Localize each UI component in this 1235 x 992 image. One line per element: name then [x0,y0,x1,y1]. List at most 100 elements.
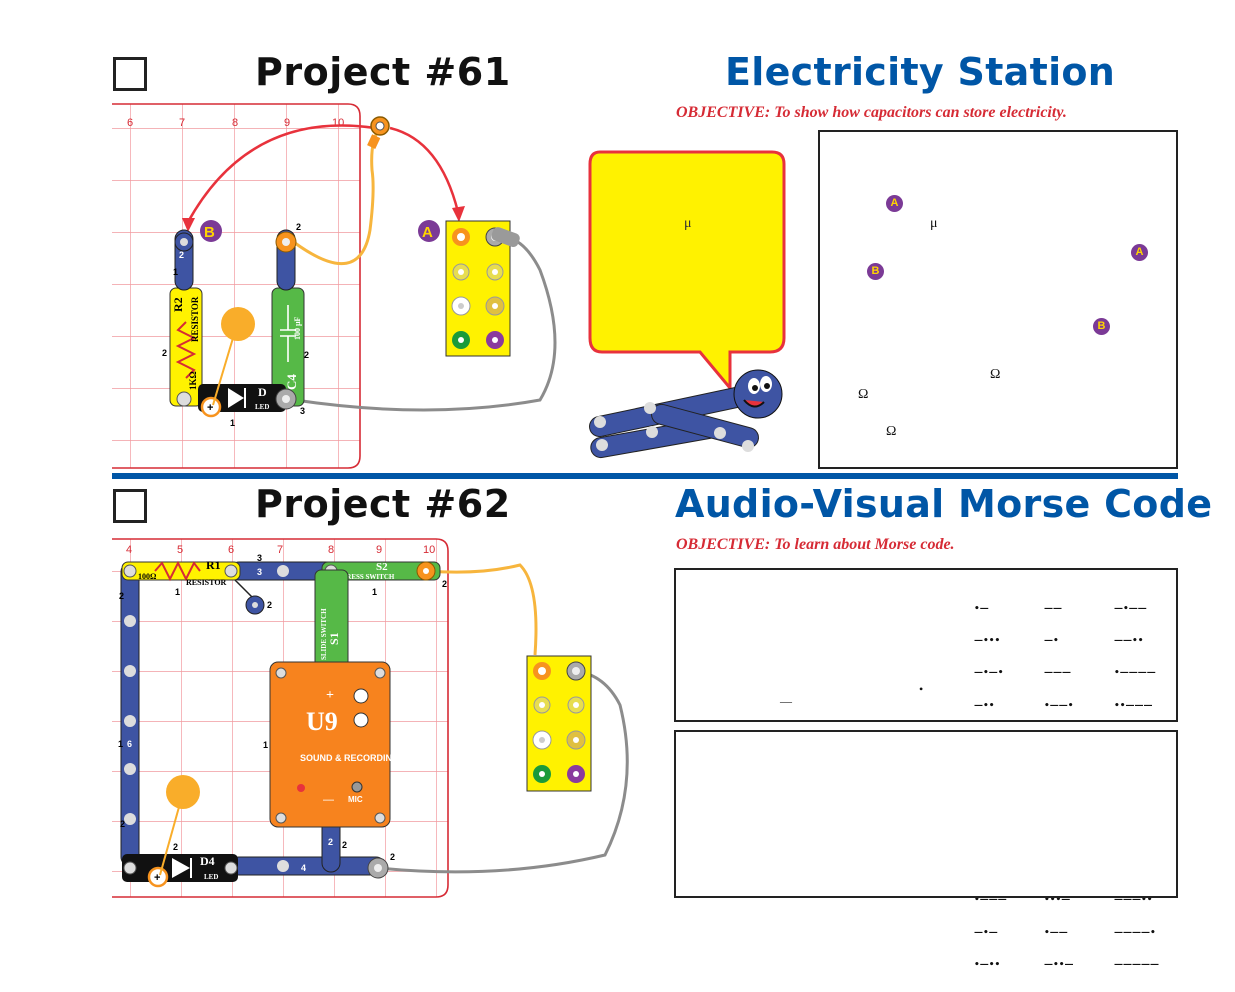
project-62-number: Project #62 [255,482,511,526]
snap-num: 2 [304,350,309,360]
grid-col-7: 7 [277,544,283,556]
u9-label: SOUND & RECORDING [300,753,399,763]
grid-col-9: 9 [284,117,290,129]
led-anode-marker [200,396,222,418]
snap-num: 3 [300,406,305,416]
grid-col-4: 4 [126,544,132,556]
grid-col-8: 8 [232,117,238,129]
badge-a-1: A [886,195,903,212]
point-a-marker [418,220,440,242]
snap-num: 4 [301,863,306,873]
arrow-to-b [186,124,376,223]
project-61-number: Project #61 [255,50,511,94]
snap-num: 2 [296,222,301,232]
press-switch-s2-type: PRESS SWITCH [342,573,395,581]
snap-num: 1 [175,587,180,597]
snap-num: 2 [342,840,347,850]
grid-col-7: 7 [179,117,185,129]
snap-num: 1 [263,740,268,750]
u9-name: U9 [306,707,338,736]
morse-dash-glyph: — [780,694,792,708]
morse-code: —•• [974,700,995,711]
arrowhead-b [182,218,195,232]
u9-mic: MIC [348,795,363,804]
project-61-checkbox[interactable] [113,57,147,91]
snap-num: 2 [179,250,184,260]
panel-mu-symbol: μ [930,216,938,231]
morse-code: —• [1044,635,1059,646]
led-d4-anode-marker [147,866,169,888]
led-type: LED [255,403,269,411]
project-61-objective: OBJECTIVE: To show how capacitors can st… [676,104,1067,121]
badge-a-2: A [1131,244,1148,261]
project-61-title: Electricity Station [725,50,1116,94]
resistor-r2-value: 1KΩ [188,371,198,390]
led-plus: + [207,402,213,414]
morse-code: •———— [1114,668,1156,679]
morse-code: —•— [974,927,998,938]
morse-code: ————— [1114,959,1159,970]
speech-mu-symbol: μ [684,216,692,231]
slide-switch-s1-name: S1 [327,632,341,645]
snap-num: 2 [328,837,333,847]
snap-num: 2 [390,852,395,862]
capacitor-c4-value: 100 μF [293,316,302,340]
snap-num: 2 [267,600,272,610]
snap-num: 3 [257,567,262,577]
snap-num: 1 [372,587,377,597]
led-callout-dot [166,775,200,809]
resistor-r1-name: R1 [206,558,221,572]
grid-col-5: 5 [177,544,183,556]
snap-num: 2 [119,591,124,601]
resistor-r1-value: 100Ω [138,572,157,581]
snap-num: 3 [257,553,262,563]
badge-b-2: B [1093,318,1110,335]
morse-code: —••• [974,635,1001,646]
morse-code: ——•• [1114,635,1144,646]
point-a-label: A [422,224,433,241]
morse-code: —— [1044,603,1062,614]
panel-ohm-2: Ω [858,387,869,402]
morse-code: ••——— [1114,700,1153,711]
grid-col-6: 6 [127,117,133,129]
u9-minus: — [323,794,334,806]
led-name: D [258,385,267,399]
morse-code: •— [974,603,989,614]
section-divider [112,473,1178,479]
snap-num: 2 [442,579,447,589]
orange-wire-plug [367,134,381,149]
morse-code: ———•• [1114,895,1153,906]
morse-code: •—•• [974,959,1001,970]
gray-jumper-wire [294,235,557,412]
morse-code-panel: — • •— —••• —•—• —•• • ••—• ——• •••• •• … [674,568,1178,970]
project-62-objective: OBJECTIVE: To learn about Morse code. [676,536,955,553]
arrow-to-a [389,126,460,213]
project-61-instructions-panel: A μ A B B Ω Ω Ω [818,130,1178,469]
led-d4-plus: + [154,872,160,884]
morse-code: •——• [1044,700,1074,711]
panel-ohm-3: Ω [886,424,897,439]
capacitor-c4-name: C4 [284,374,299,390]
project-62-checkbox[interactable] [113,489,147,523]
resistor-r2-name: R2 [171,297,185,312]
grid-col-8: 8 [328,544,334,556]
project-62-notes-panel [674,730,1178,898]
speech-bubble [588,150,786,459]
morse-code: ——— [1044,668,1071,679]
slide-switch-s1-type: SLIDE SWITCH [320,608,328,660]
press-switch-s2-name: S2 [376,561,388,573]
snap-num: 1 [230,418,235,428]
snap-num: 6 [127,739,132,749]
gray-jumper-wire [377,669,629,874]
snap-num: 2 [120,819,125,829]
grid-base-outline [112,103,361,469]
project-61-circuit-diagram: 6 7 8 9 10 R2 RESISTOR 1KΩ C4 100 μF D L… [112,103,557,469]
point-b-marker [200,220,222,242]
snap-num: 1 [118,739,123,749]
mascot-snappy [589,369,783,459]
grid-col-10: 10 [332,117,344,129]
led-d4-name: D4 [200,854,215,868]
resistor-r1-type: RESISTOR [186,578,227,587]
morse-code: —•—• [974,668,1004,679]
badge-b-1: B [867,263,884,280]
